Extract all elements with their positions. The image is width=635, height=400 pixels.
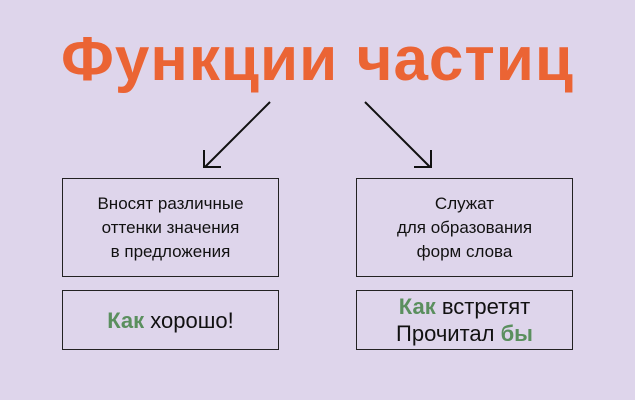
example-box-shades: Как хорошо! [62, 290, 279, 350]
arrow-left-icon [203, 101, 271, 168]
particle-accent: бы [500, 321, 533, 346]
function-box-shades: Вносят различные оттенки значения в пред… [62, 178, 279, 277]
function-box-forms: Служат для образования форм слова [356, 178, 573, 277]
arrow-right-icon [364, 101, 432, 168]
particle-accent: Как [398, 294, 436, 319]
text-line: Служат [434, 193, 495, 213]
text-line: оттенки значения [101, 217, 240, 237]
text-line: в предложения [110, 241, 231, 261]
example-text: хорошо! [144, 307, 234, 333]
example-text: Прочитал [396, 321, 501, 346]
diagram-title: Функции частиц [61, 25, 574, 94]
particle-accent: Как [107, 307, 145, 333]
example-box-forms: Как встретят Прочитал бы [356, 290, 573, 350]
text-line: для образования [396, 217, 533, 237]
example-text: встретят [435, 294, 531, 319]
text-line: Вносят различные [97, 193, 244, 213]
text-line: форм слова [416, 241, 513, 261]
